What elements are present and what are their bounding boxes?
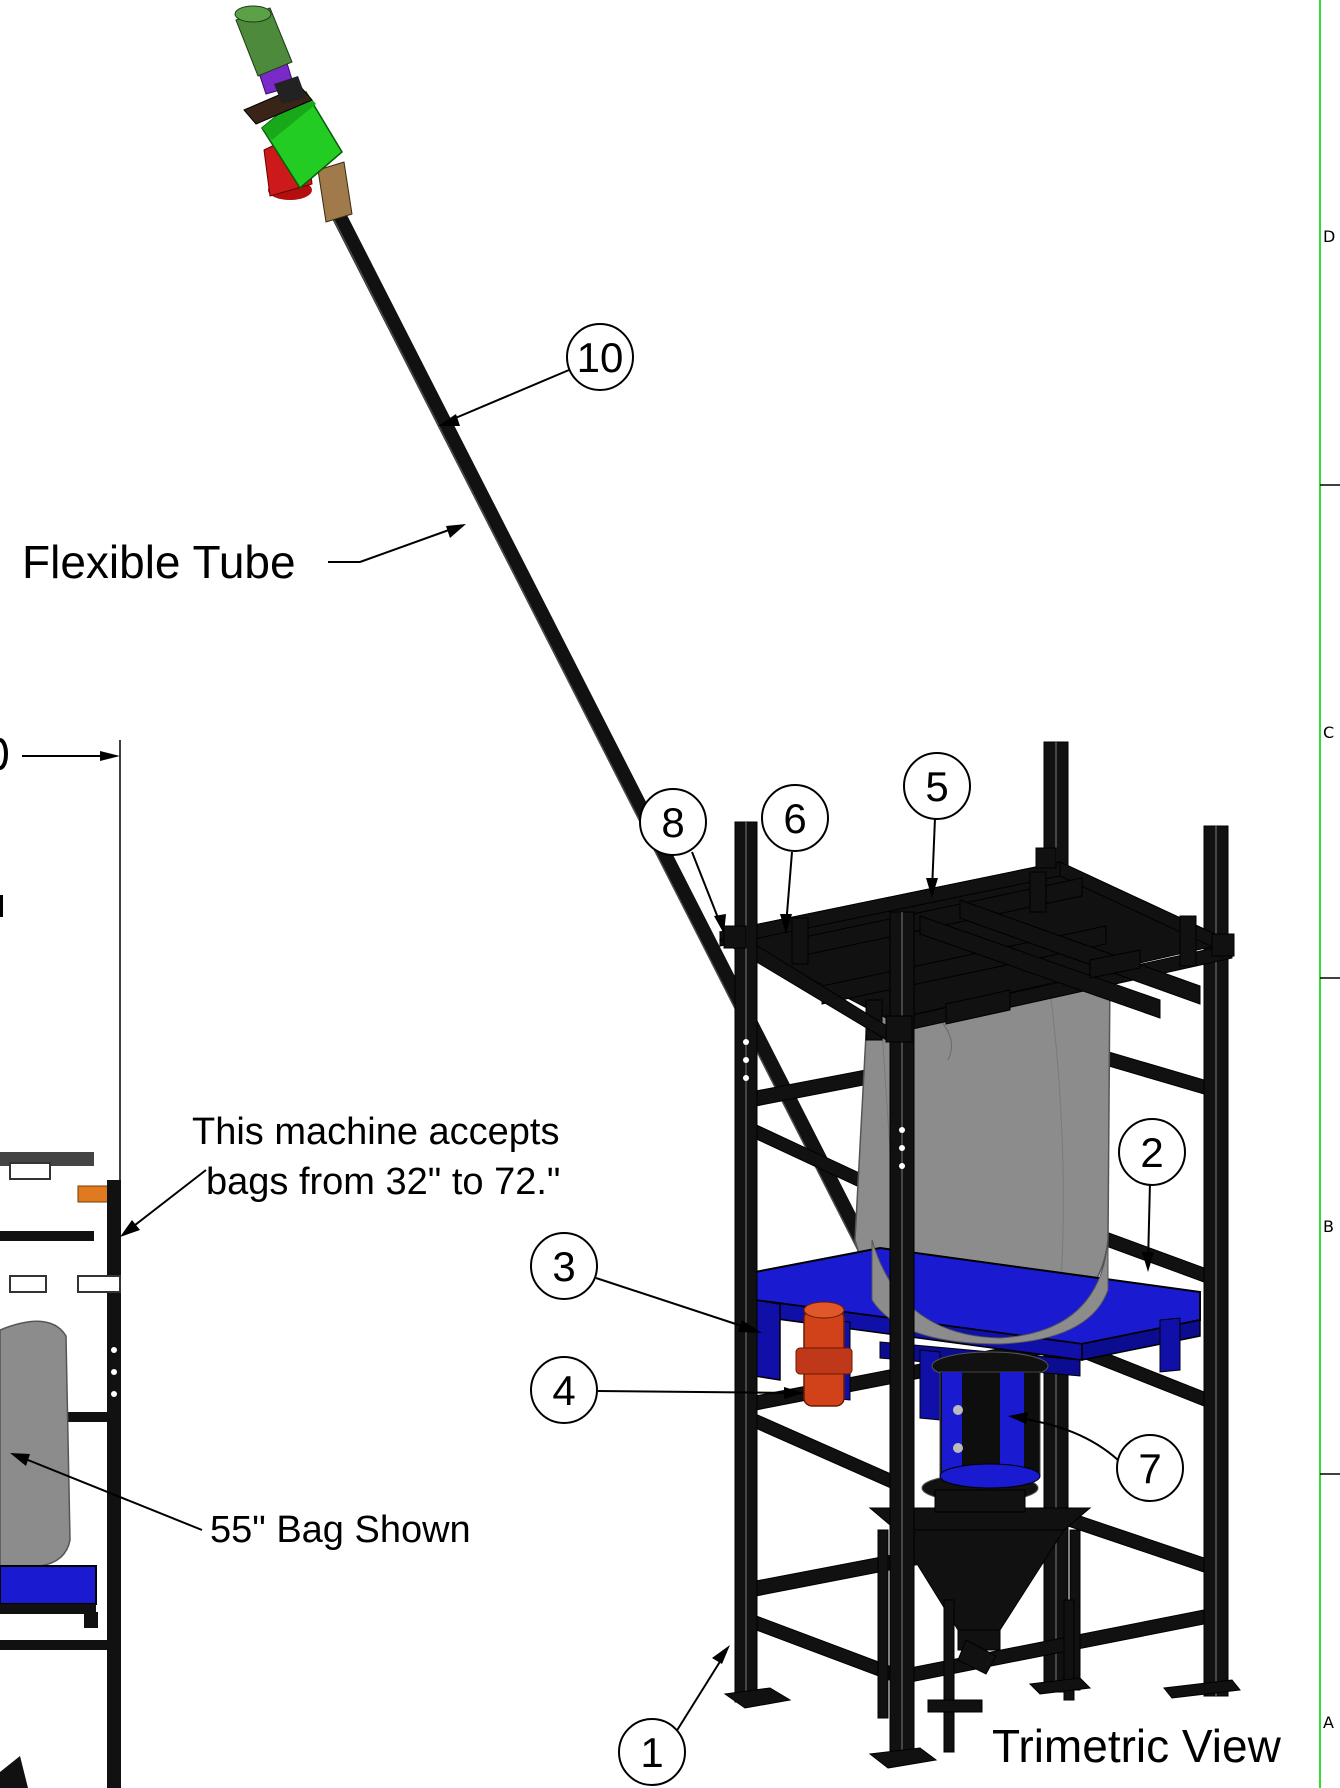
side-platform <box>0 1565 97 1605</box>
top-hanger-frame <box>718 861 1234 1043</box>
balloon-7: 7 <box>1116 1434 1184 1502</box>
side-crossbeam <box>0 1640 108 1650</box>
flexible-tube <box>327 200 878 1266</box>
balloon-number: 10 <box>577 334 624 381</box>
leader-lines <box>10 369 1154 1733</box>
discharge-spout-collar <box>931 1351 1049 1489</box>
dimension-text-fragment <box>0 895 3 917</box>
side-frame-post <box>107 1180 121 1788</box>
bag-bottom <box>871 1239 1109 1345</box>
side-hopper <box>0 1756 28 1788</box>
balloon-1: 1 <box>618 1718 686 1786</box>
dimension-text-fragment <box>0 738 8 770</box>
base-foot <box>1028 1677 1092 1695</box>
bag-shown-label: 55" Bag Shown <box>210 1509 471 1551</box>
balloon-number: 5 <box>925 763 948 810</box>
balloon-10: 10 <box>566 323 634 391</box>
side-bag <box>0 1320 71 1567</box>
balloon-number: 2 <box>1140 1129 1163 1176</box>
item-balloons: 10 8 6 5 2 3 4 7 <box>530 323 1186 1786</box>
trimetric-view <box>718 741 1241 1769</box>
base-foot <box>1163 1679 1241 1699</box>
drawing-border: D C B A <box>1319 0 1340 1788</box>
side-view-partial <box>0 738 121 1788</box>
balloon-4: 4 <box>530 1356 598 1424</box>
zone-letter-b: B <box>1323 1217 1334 1236</box>
balloon-number: 8 <box>661 799 684 846</box>
tube-coupling <box>317 161 353 223</box>
balloon-2: 2 <box>1118 1118 1186 1186</box>
frame-uprights-front <box>723 821 1241 1769</box>
base-foot <box>723 1687 792 1709</box>
flexible-tube-label: Flexible Tube <box>22 536 296 588</box>
base-foot <box>868 1747 938 1769</box>
balloon-3: 3 <box>530 1232 598 1300</box>
zone-letter-c: C <box>1323 723 1334 742</box>
view-title: Trimetric View <box>992 1720 1282 1772</box>
balloon-number: 7 <box>1138 1445 1161 1492</box>
side-crossbeam <box>0 1231 94 1241</box>
hopper-cone <box>895 1529 1065 1631</box>
dimension-arrowhead <box>100 751 120 761</box>
bag-range-note-line1: This machine accepts <box>192 1111 560 1153</box>
balloon-number: 3 <box>552 1243 575 1290</box>
balloon-8: 8 <box>639 788 707 856</box>
balloon-number: 1 <box>640 1729 663 1776</box>
balloon-number: 6 <box>783 795 806 842</box>
balloon-number: 4 <box>552 1367 575 1414</box>
zone-letter-d: D <box>1323 227 1335 246</box>
side-hanger-bracket <box>9 1162 51 1180</box>
balloon-6: 6 <box>761 784 829 852</box>
balloon-5: 5 <box>903 752 971 820</box>
flexible-tube-assembly <box>234 5 878 1266</box>
zone-letter-a: A <box>1323 1713 1334 1732</box>
annotations: Flexible Tube This machine accepts bags … <box>22 536 1282 1772</box>
bag-range-note-line2: bags from 32" to 72." <box>206 1161 560 1203</box>
vibrator-motor <box>795 1301 853 1407</box>
